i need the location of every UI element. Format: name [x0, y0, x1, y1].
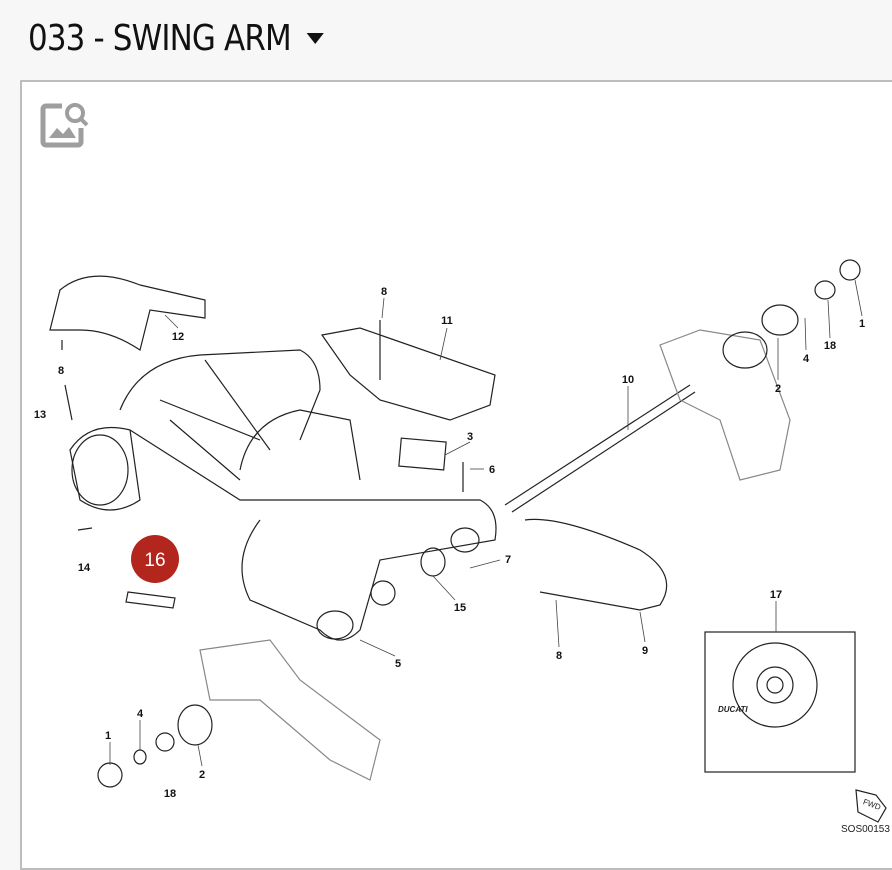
diagram-panel [20, 80, 892, 870]
caret-down-icon[interactable] [306, 33, 324, 44]
callout-2[interactable]: 2 [199, 769, 205, 781]
callout-16-highlight[interactable]: 16 [131, 535, 179, 583]
callout-1[interactable]: 1 [105, 730, 111, 742]
drawing-code: SOS00153 [841, 824, 890, 835]
image-search-icon[interactable] [40, 100, 90, 148]
callout-5[interactable]: 5 [395, 658, 401, 670]
callout-4[interactable]: 4 [137, 708, 144, 720]
callout-8[interactable]: 8 [556, 650, 562, 662]
swing-arm-drawing [49, 259, 887, 823]
callout-14[interactable]: 14 [78, 562, 91, 574]
callout-16-label: 16 [144, 550, 165, 571]
callout-10[interactable]: 10 [622, 374, 634, 386]
callout-17[interactable]: 17 [770, 589, 782, 601]
section-title-dropdown[interactable]: 033 - SWING ARM [28, 18, 324, 59]
callout-15[interactable]: 15 [454, 602, 466, 614]
callout-11[interactable]: 11 [441, 315, 453, 327]
callout-8[interactable]: 8 [58, 365, 64, 377]
callout-8[interactable]: 8 [381, 286, 387, 298]
callout-4[interactable]: 4 [803, 353, 810, 365]
leader-lines [109, 279, 863, 767]
callout-18[interactable]: 18 [824, 340, 836, 352]
callout-13[interactable]: 13 [34, 409, 46, 421]
callout-3[interactable]: 3 [467, 431, 473, 443]
page-title: 033 - SWING ARM [28, 18, 292, 59]
ducati-logo-text: DUCATI [718, 705, 748, 714]
callout-1[interactable]: 1 [859, 318, 865, 330]
callout-7[interactable]: 7 [505, 554, 511, 566]
callout-12[interactable]: 12 [172, 331, 184, 343]
callout-18[interactable]: 18 [164, 788, 176, 800]
callout-6[interactable]: 6 [489, 464, 495, 476]
callout-9[interactable]: 9 [642, 645, 648, 657]
callout-2[interactable]: 2 [775, 383, 781, 395]
